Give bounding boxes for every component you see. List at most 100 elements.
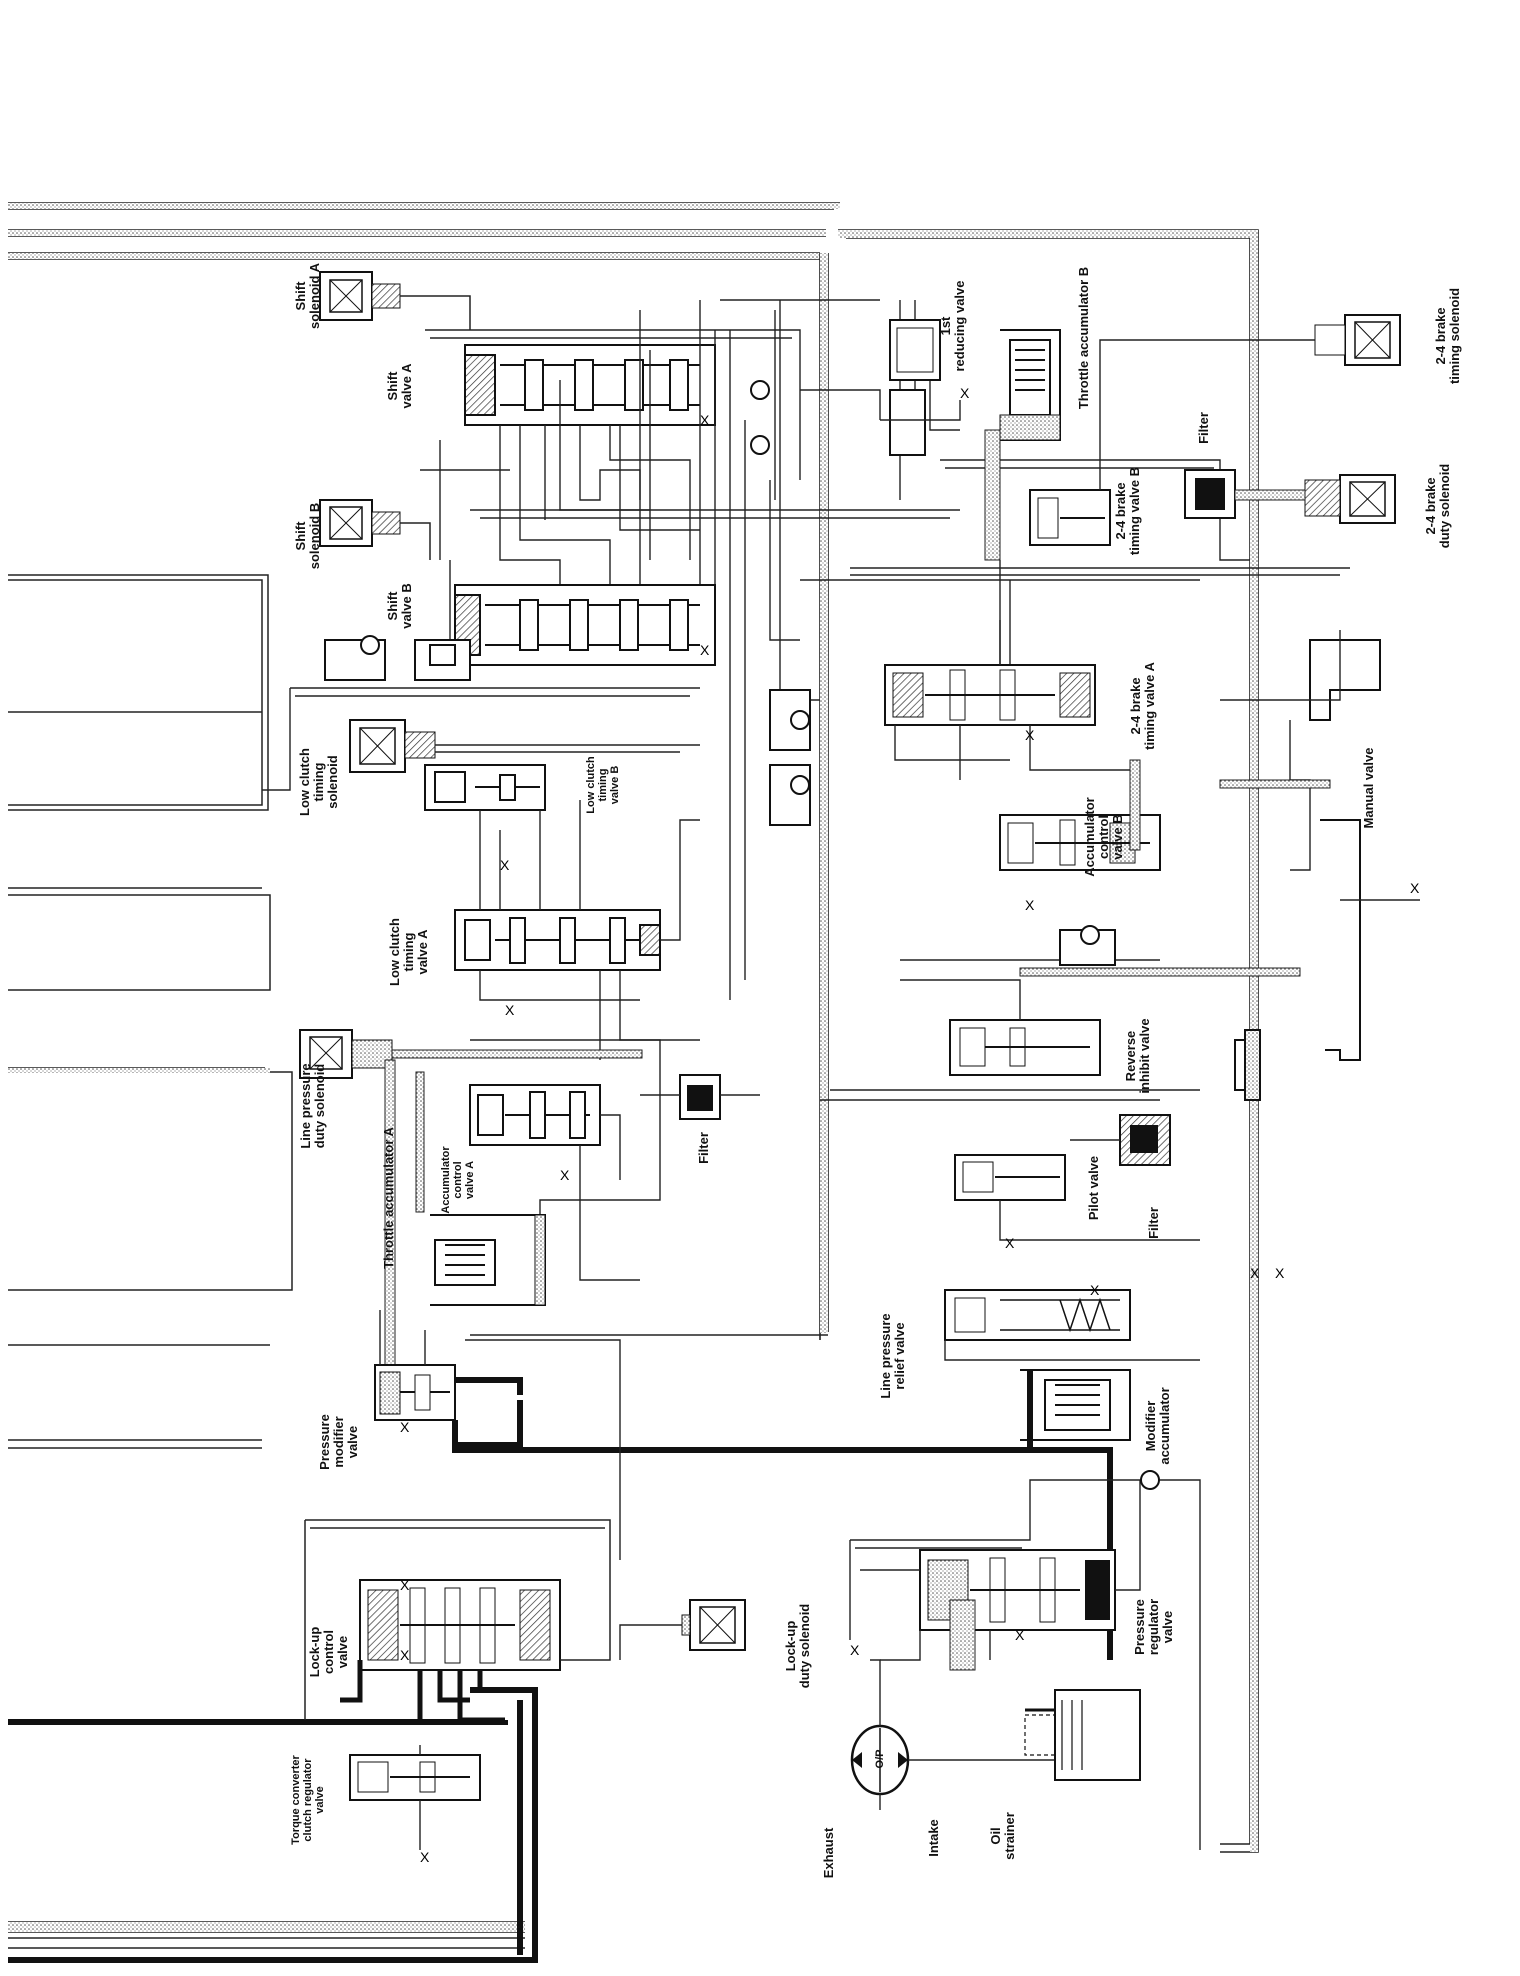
brake-24-valve-a-channels (894, 620, 1130, 780)
label-shift-valve-b: Shift valve B (385, 583, 414, 629)
manual-valve-dotted (1219, 779, 1331, 789)
lock-up-duty-solenoid (619, 1599, 746, 1660)
brake-24-timing-solenoid (1099, 314, 1401, 490)
throttle-accumulator-a (430, 1214, 546, 1306)
label-first-reducing-valve: 1st reducing valve (938, 280, 967, 372)
reverse-inhibit-valve (949, 1019, 1101, 1076)
exhaust-x-8: X (1025, 897, 1035, 913)
label-pilot-valve: Pilot valve (1086, 1155, 1101, 1221)
check-ball-1 (750, 380, 770, 400)
first-reducing-valve (880, 319, 961, 456)
line-pressure-relief-valve (944, 1289, 1200, 1361)
modifier-channels (379, 1310, 828, 1560)
reverse-inhibit-dotted (1019, 967, 1301, 977)
label-lock-up-control-valve: Lock-up control valve (307, 1626, 350, 1678)
label-lock-up-duty-solenoid: Lock-up duty solenoid (783, 1603, 812, 1689)
label-accumulator-control-valve-a: Accumulator control valve A (440, 1146, 476, 1214)
label-filter-1: Filter (696, 1132, 711, 1164)
label-filter-3: Filter (1146, 1207, 1161, 1239)
throttle-accumulator-b (999, 329, 1061, 441)
low-clutch-timing-solenoid (349, 719, 700, 773)
label-intake: Intake (926, 1819, 941, 1857)
label-shift-valve-a: Shift valve A (385, 363, 414, 409)
shift-valve-b (454, 584, 716, 666)
filter-3 (1070, 1114, 1171, 1166)
exhaust-marks: X X X X X X X X X X X X X X X X X X X (400, 385, 1420, 1865)
lock-up-heavy-channels (340, 1660, 505, 1723)
left-port-dotted (8, 1068, 270, 1073)
check-valve-pair-mid (769, 689, 811, 826)
accumulator-b-dotted-channel (1129, 759, 1141, 851)
label-exhaust: Exhaust (821, 1827, 836, 1879)
exhaust-x-9: X (1410, 880, 1420, 896)
label-low-clutch-timing-valve-a: Low clutch timing valve A (387, 918, 430, 986)
outer-frame-dotted-top (838, 230, 1258, 238)
accumulator-control-a-channels (470, 1039, 661, 1281)
exhaust-x-4: X (500, 857, 510, 873)
exhaust-x-2: X (700, 412, 710, 428)
exhaust-x-1: X (960, 385, 970, 401)
lock-up-control-valve (359, 1579, 561, 1671)
bottom-heavy-lines (8, 1687, 538, 1963)
label-shift-solenoid-b: Shift solenoid B (293, 502, 322, 570)
shift-solenoid-b (319, 499, 431, 560)
label-brake-24-timing-solenoid: 2-4 brake timing solenoid (1433, 287, 1462, 385)
upper-channel-grid (420, 299, 1350, 1000)
accumulator-control-valve-a (469, 1084, 601, 1146)
inner-vertical-dotted (820, 253, 828, 1333)
label-throttle-accumulator-a: Throttle accumulator A (381, 1127, 396, 1269)
label-line-pressure-relief-valve: Line pressure relief valve (878, 1313, 907, 1399)
brake-24-timing-valve-b (1029, 489, 1111, 546)
label-pressure-modifier-valve: Pressure modifier valve (317, 1414, 360, 1470)
accumulator-a-dotted-feed (415, 1071, 425, 1213)
label-throttle-accumulator-b: Throttle accumulator B (1076, 266, 1091, 410)
exhaust-x-18: X (1015, 1627, 1025, 1643)
exhaust-x-15: X (400, 1647, 410, 1663)
pressure-regulator-channels (849, 1479, 1201, 1850)
label-reverse-inhibit-valve: Reverse inhibit valve (1123, 1018, 1152, 1094)
exhaust-x-10: X (1250, 1265, 1260, 1281)
pressure-regulator-valve (919, 1549, 1116, 1631)
exhaust-x-11: X (1090, 1282, 1100, 1298)
label-op: O/P (874, 1749, 886, 1769)
label-low-clutch-timing-valve-b: Low clutch timing valve B (585, 756, 621, 814)
modifier-accumulator (1020, 1369, 1131, 1453)
shift-valve-a (464, 344, 716, 426)
label-manual-valve: Manual valve (1361, 747, 1376, 829)
check-ball-modifier (1140, 1470, 1160, 1490)
exhaust-x-13: X (400, 1419, 410, 1435)
label-brake-24-duty-solenoid: 2-4 brake duty solenoid (1423, 463, 1452, 549)
line-pressure-duty-solenoid (299, 1029, 393, 1079)
brake-24-timing-valve-a (884, 664, 1096, 726)
top-dotted-line-3 (8, 253, 820, 259)
label-pressure-regulator-valve: Pressure regulator valve (1132, 1598, 1175, 1656)
exhaust-x-6: X (560, 1167, 570, 1183)
oil-pump (850, 1659, 1060, 1810)
exhaust-x-5: X (505, 1002, 515, 1018)
label-low-clutch-timing-solenoid: Low clutch timing solenoid (297, 748, 340, 816)
label-filter-2: Filter (1196, 412, 1211, 444)
oil-strainer (1024, 1689, 1141, 1781)
top-dotted-line-1 (8, 203, 840, 209)
reverse-inhibit-channels (820, 959, 1200, 1101)
exhaust-x-16: X (420, 1849, 430, 1865)
label-torque-converter-clutch-regulator-valve: Torque converter clutch regulator valve (290, 1755, 326, 1845)
label-line-pressure-duty-solenoid: Line pressure duty solenoid (298, 1063, 327, 1149)
check-valve-block-right (1059, 925, 1116, 966)
label-brake-24-timing-valve-b: 2-4 brake timing valve B (1113, 466, 1142, 556)
low-clutch-timing-valve-b (424, 764, 546, 811)
left-port-lines (8, 574, 293, 1449)
label-oil-strainer: Oil strainer (988, 1812, 1017, 1860)
exhaust-x-17: X (850, 1642, 860, 1658)
exhaust-x-3: X (700, 642, 710, 658)
label-accumulator-control-valve-b: Accumulator control valve B (1082, 797, 1125, 877)
low-clutch-timing-valve-a (454, 909, 661, 971)
check-valve-block-left (324, 635, 471, 681)
brake-24-duty-solenoid (1304, 474, 1396, 524)
low-clutch-channel (262, 687, 700, 791)
exhaust-x-12: X (1005, 1235, 1015, 1251)
filter-1 (640, 1074, 760, 1120)
label-modifier-accumulator: Modifier accumulator (1143, 1387, 1172, 1465)
shift-solenoid-a (319, 271, 471, 330)
